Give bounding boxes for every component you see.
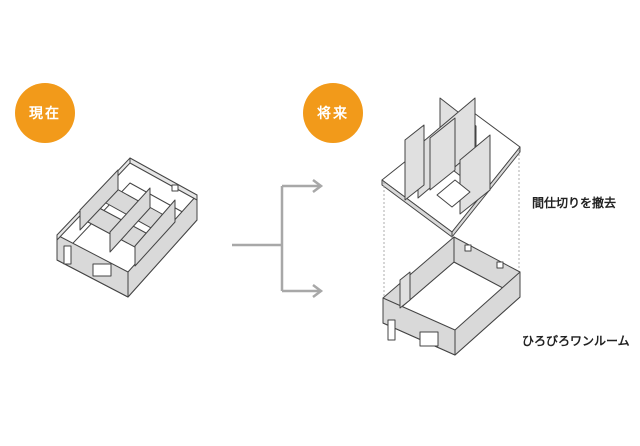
branch-arrow bbox=[232, 179, 324, 298]
partitions-illustration bbox=[381, 97, 521, 238]
label-one-room: ひろびろワンルーム bbox=[522, 334, 630, 348]
label-remove-partitions: 間仕切りを撤去 bbox=[532, 196, 617, 210]
current-floorplan-illustration bbox=[56, 157, 198, 298]
badge-current: 現在 bbox=[15, 83, 75, 143]
badge-future: 将来 bbox=[303, 83, 363, 143]
one-room-illustration bbox=[382, 236, 521, 356]
